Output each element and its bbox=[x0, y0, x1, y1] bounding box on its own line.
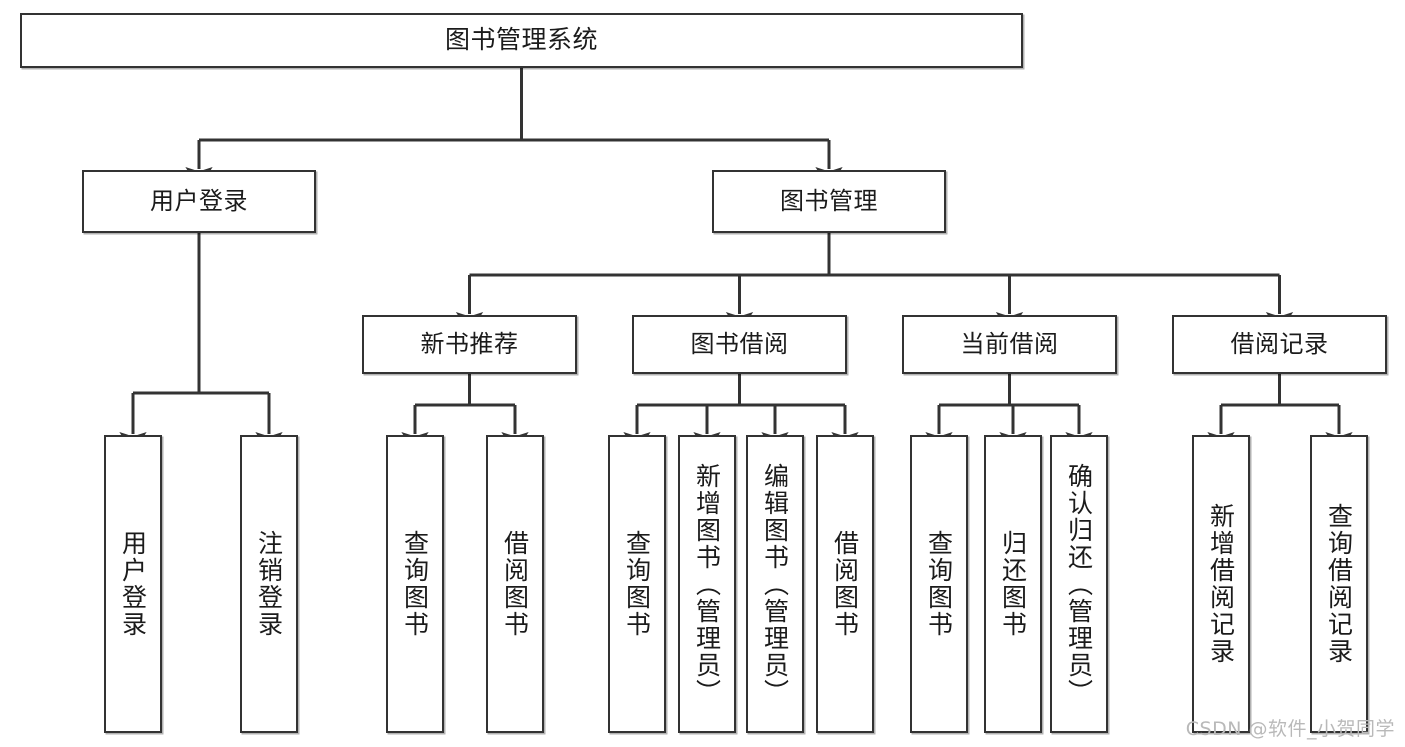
node-leaf-9[interactable]: 查询图书 bbox=[910, 435, 968, 733]
node-leaf-13[interactable]: 查询借阅记录 bbox=[1310, 435, 1368, 733]
node-leaf-6[interactable]: 新增图书（管理员） bbox=[678, 435, 736, 733]
node-label: 当前借阅 bbox=[960, 329, 1059, 358]
node-label: 借阅图书 bbox=[830, 530, 860, 638]
node-leaf-5[interactable]: 查询图书 bbox=[608, 435, 666, 733]
node-leaf-10[interactable]: 归还图书 bbox=[984, 435, 1042, 733]
node-login[interactable]: 用户登录 bbox=[82, 170, 316, 233]
node-bookmgmt[interactable]: 图书管理 bbox=[712, 170, 946, 233]
node-newbook[interactable]: 新书推荐 bbox=[362, 315, 577, 374]
node-label: 归还图书 bbox=[998, 530, 1028, 638]
node-leaf-2[interactable]: 注销登录 bbox=[240, 435, 298, 733]
node-label: 借阅记录 bbox=[1230, 329, 1329, 358]
node-records[interactable]: 借阅记录 bbox=[1172, 315, 1387, 374]
node-root[interactable]: 图书管理系统 bbox=[20, 13, 1023, 68]
node-current[interactable]: 当前借阅 bbox=[902, 315, 1117, 374]
node-leaf-4[interactable]: 借阅图书 bbox=[486, 435, 544, 733]
connector-group bbox=[119, 68, 1353, 454]
node-label: 查询借阅记录 bbox=[1324, 503, 1354, 665]
node-label: 确认归还（管理员） bbox=[1064, 462, 1094, 706]
node-label: 图书管理系统 bbox=[444, 25, 598, 55]
node-label: 查询图书 bbox=[924, 530, 954, 638]
node-label: 图书借阅 bbox=[690, 329, 789, 358]
node-label: 新书推荐 bbox=[420, 329, 519, 358]
node-leaf-3[interactable]: 查询图书 bbox=[386, 435, 444, 733]
node-label: 查询图书 bbox=[400, 530, 430, 638]
node-leaf-7[interactable]: 编辑图书（管理员） bbox=[746, 435, 804, 733]
node-label: 用户登录 bbox=[118, 530, 148, 638]
node-label: 编辑图书（管理员） bbox=[760, 462, 790, 706]
node-leaf-8[interactable]: 借阅图书 bbox=[816, 435, 874, 733]
node-label: 借阅图书 bbox=[500, 530, 530, 638]
node-leaf-11[interactable]: 确认归还（管理员） bbox=[1050, 435, 1108, 733]
node-leaf-12[interactable]: 新增借阅记录 bbox=[1192, 435, 1250, 733]
node-label: 新增图书（管理员） bbox=[692, 462, 722, 706]
node-label: 用户登录 bbox=[150, 186, 248, 215]
node-label: 注销登录 bbox=[254, 530, 284, 638]
node-label: 图书管理 bbox=[780, 186, 878, 215]
node-borrow[interactable]: 图书借阅 bbox=[632, 315, 847, 374]
node-label: 查询图书 bbox=[622, 530, 652, 638]
node-label: 新增借阅记录 bbox=[1206, 503, 1236, 665]
node-leaf-1[interactable]: 用户登录 bbox=[104, 435, 162, 733]
